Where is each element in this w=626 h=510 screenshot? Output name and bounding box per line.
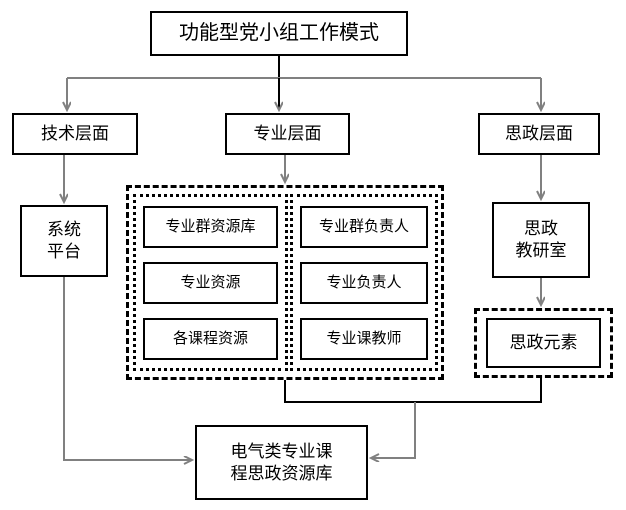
node-work-mode-title[interactable]: 功能型党小组工作模式 [150,11,408,56]
node-major-resource[interactable]: 专业资源 [143,262,278,304]
edge-element-to-merge [415,378,542,403]
node-system-platform[interactable]: 系统 平台 [20,205,108,277]
node-major-course-teacher[interactable]: 专业课教师 [300,318,428,360]
node-ideology-level[interactable]: 思政层面 [478,113,600,155]
node-course-resources[interactable]: 各课程资源 [143,318,278,360]
node-tech-level[interactable]: 技术层面 [12,113,138,155]
ideology-element-group-container [474,308,613,378]
node-major-level[interactable]: 专业层面 [225,113,350,155]
edge-merge-to-result [371,402,416,458]
node-major-group-resource-library[interactable]: 专业群资源库 [143,206,278,248]
node-ideology-teaching-office[interactable]: 思政 教研室 [492,202,590,278]
node-electrical-course-ideology-resource-library[interactable]: 电气类专业课 程思政资源库 [195,425,368,500]
node-major-leader[interactable]: 专业负责人 [300,262,428,304]
edge-group-to-merge [284,380,415,403]
node-ideology-element[interactable]: 思政元素 [486,318,601,368]
people-column-container [290,194,438,371]
node-major-group-leader[interactable]: 专业群负责人 [300,206,428,248]
